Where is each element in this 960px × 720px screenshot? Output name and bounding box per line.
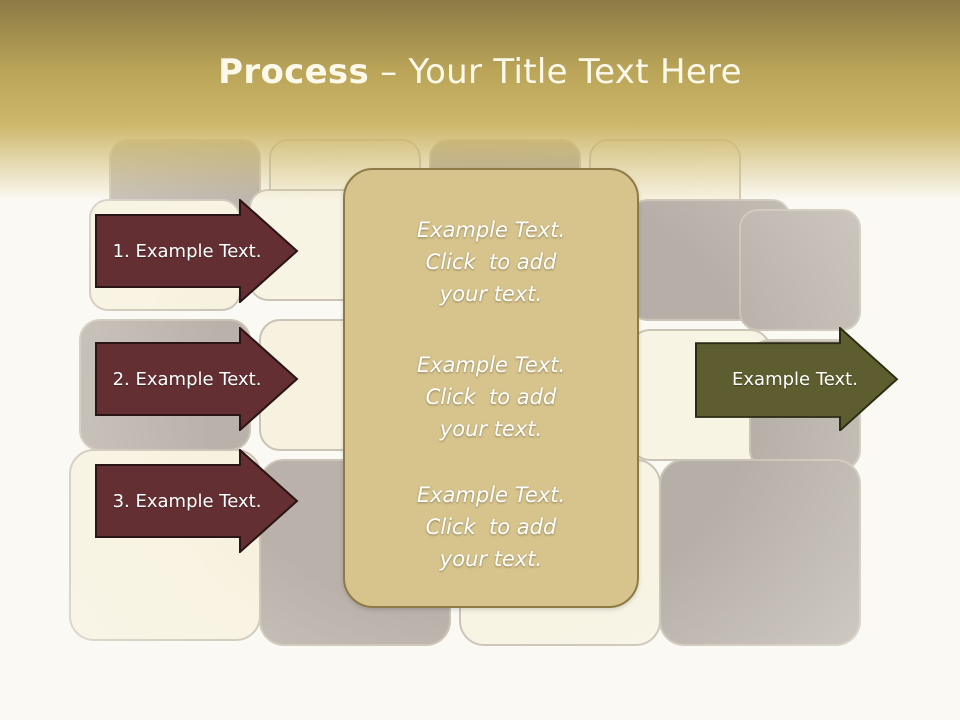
center-text-block-2: Example Text. Click to add your text.: [345, 349, 637, 445]
step-arrow-2[interactable]: 2. Example Text.: [95, 327, 299, 431]
result-label: Example Text.: [732, 368, 858, 390]
step-label-3: 3. Example Text.: [112, 490, 262, 512]
block-line: your text.: [439, 547, 543, 571]
center-text-block-3: Example Text. Click to add your text.: [345, 479, 637, 575]
title-banner: [0, 0, 960, 200]
step-arrow-1[interactable]: 1. Example Text.: [95, 199, 299, 303]
block-line: Example Text.: [416, 483, 566, 507]
step-arrow-3[interactable]: 3. Example Text.: [95, 449, 299, 553]
center-text-block-1: Example Text. Click to add your text.: [345, 214, 637, 310]
step-label-2: 2. Example Text.: [112, 368, 262, 390]
step-label-1: 1. Example Text.: [112, 240, 262, 262]
block-line: Example Text.: [416, 218, 566, 242]
block-line: Example Text.: [416, 353, 566, 377]
block-line: Click to add: [425, 385, 557, 409]
block-line: Click to add: [425, 515, 557, 539]
block-line: your text.: [439, 417, 543, 441]
slide-title: Process – Your Title Text Here: [0, 52, 960, 92]
title-rest: – Your Title Text Here: [369, 52, 742, 92]
result-arrow[interactable]: Example Text.: [695, 327, 899, 431]
center-text-box[interactable]: Example Text. Click to add your text. Ex…: [343, 168, 639, 608]
block-line: Click to add: [425, 250, 557, 274]
block-line: your text.: [439, 282, 543, 306]
title-strong: Process: [218, 52, 370, 92]
